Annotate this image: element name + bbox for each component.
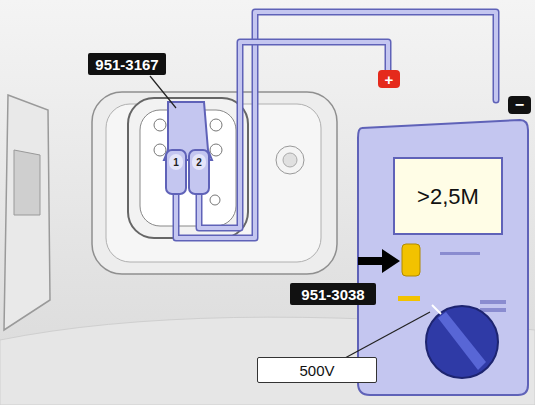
part-number: 951-3167 xyxy=(88,53,166,75)
adapter-plug xyxy=(189,150,209,194)
port-recess xyxy=(92,92,337,274)
socket-cap-center xyxy=(283,153,297,167)
flap-hinge xyxy=(14,150,40,215)
negative-terminal-label: − xyxy=(508,96,531,114)
socket-cap xyxy=(276,146,304,174)
charge-flap xyxy=(4,95,50,330)
plug-number: 2 xyxy=(192,154,206,170)
button-marking xyxy=(398,296,420,301)
leader-line xyxy=(345,312,430,358)
test-button xyxy=(402,244,420,276)
pointer-arrow xyxy=(358,249,400,273)
range-setting: 500V xyxy=(257,357,377,383)
positive-terminal-label: + xyxy=(378,70,400,88)
dial-knob xyxy=(438,312,486,370)
meter-markings xyxy=(440,252,506,312)
charge-socket xyxy=(128,98,248,238)
part-number: 951-3038 xyxy=(290,283,376,305)
dial-pointer xyxy=(432,305,441,314)
insulation-meter xyxy=(358,120,528,395)
display-reading: >2,5M xyxy=(398,180,498,214)
meter-display xyxy=(394,158,502,234)
plug-number: 1 xyxy=(169,154,183,170)
leader-line xyxy=(150,76,176,108)
adapter-plug xyxy=(166,150,186,194)
range-dial xyxy=(426,306,498,378)
